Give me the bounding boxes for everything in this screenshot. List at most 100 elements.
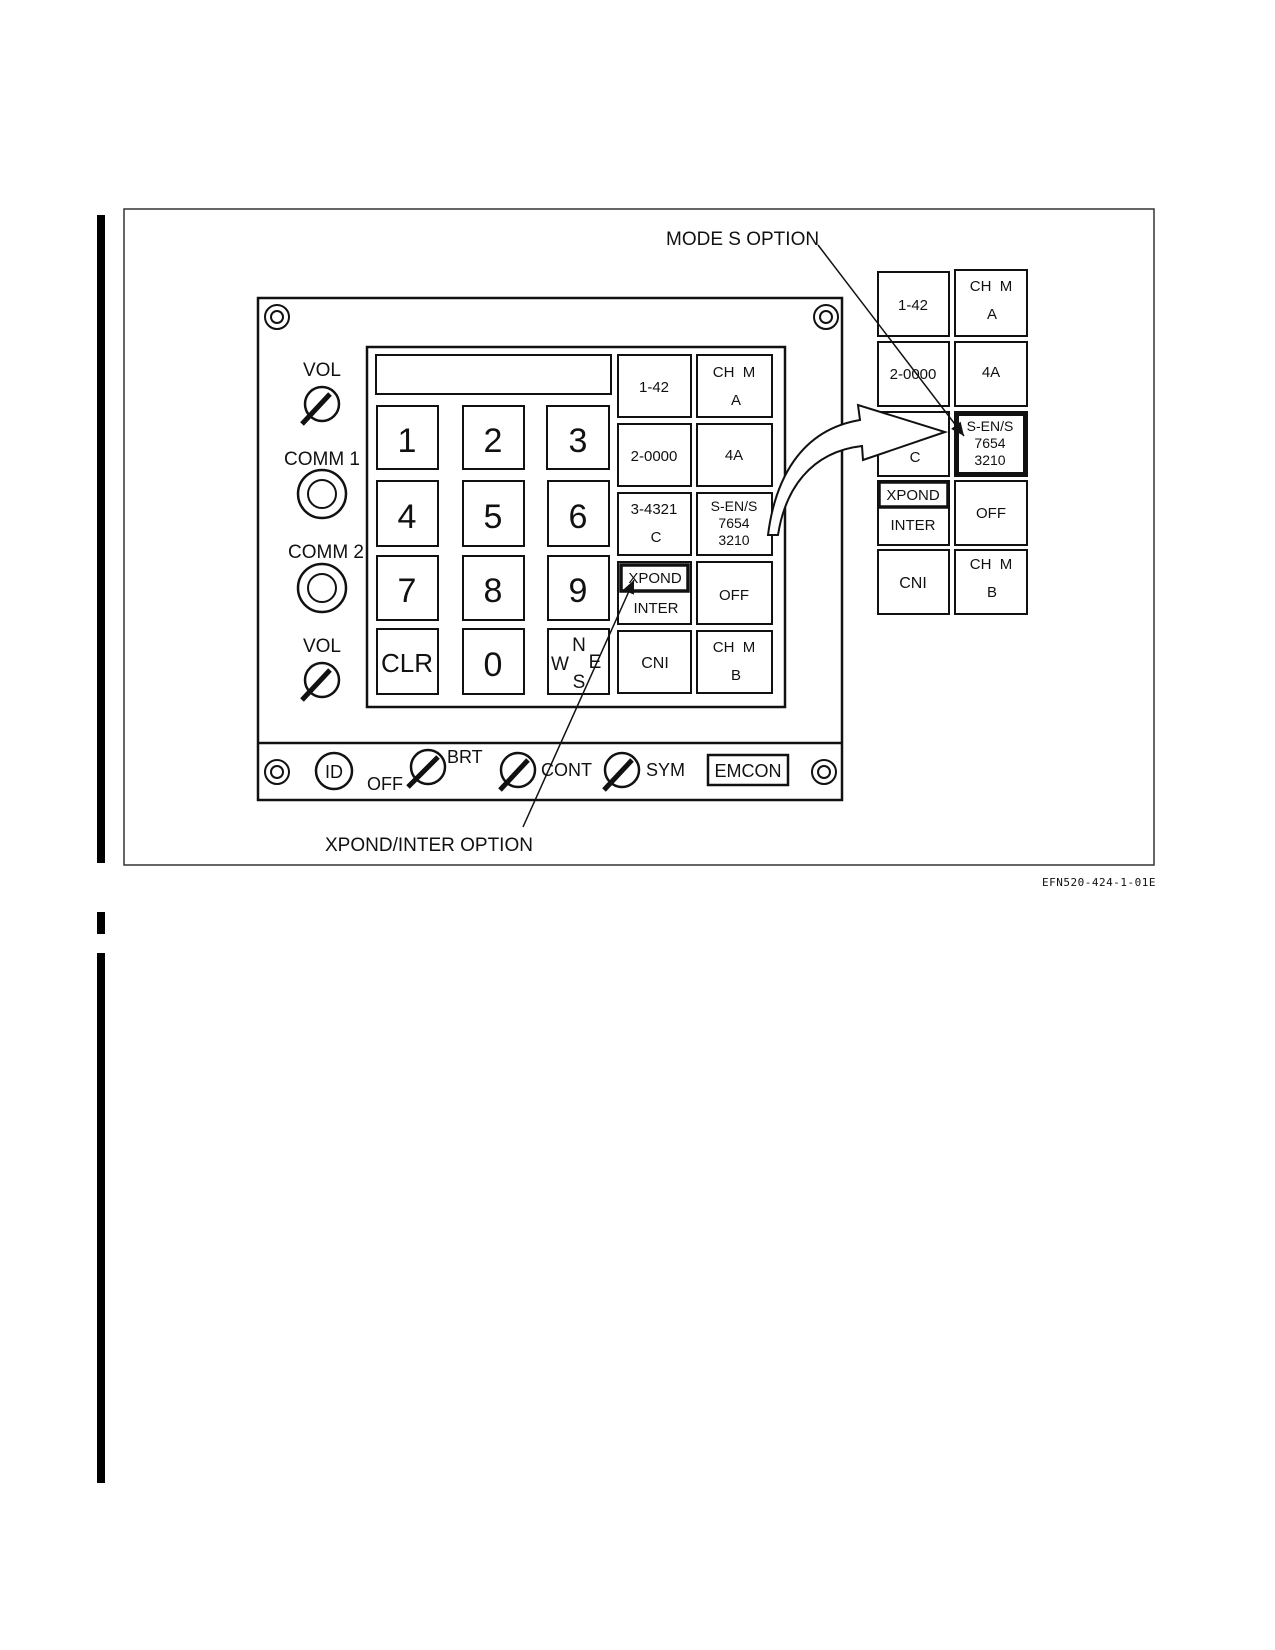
svg-text:CNI: CNI — [899, 575, 927, 592]
svg-text:C: C — [910, 449, 921, 466]
cont-knob[interactable] — [498, 751, 537, 792]
svg-text:A: A — [987, 306, 997, 323]
key-9[interactable]: 9 — [547, 555, 610, 621]
compass-s: S — [573, 672, 586, 693]
svg-text:CNI: CNI — [641, 655, 669, 672]
key-clr[interactable]: CLR — [376, 628, 439, 695]
sym-knob[interactable] — [602, 751, 641, 792]
screw-icon — [813, 304, 839, 330]
svg-text:6: 6 — [569, 498, 588, 536]
svg-text:4A: 4A — [982, 364, 1000, 381]
screw-icon — [264, 759, 290, 785]
vol-upper-knob[interactable] — [300, 385, 341, 426]
cni-control-panel: VOL COMM 1 COMM 2 VOL 1 2 3 4 5 6 7 8 9 — [256, 296, 844, 802]
option-key-4a[interactable]: 4A — [696, 423, 773, 487]
detail-key-xpond-inter: XPOND INTER — [877, 480, 950, 546]
svg-text:8: 8 — [484, 572, 503, 610]
option-key-2-0000[interactable]: 2-0000 — [617, 423, 692, 487]
key-5[interactable]: 5 — [462, 480, 525, 547]
key-7[interactable]: 7 — [376, 555, 439, 621]
svg-text:2-0000: 2-0000 — [631, 448, 678, 465]
svg-text:S-EN/S: S-EN/S — [711, 498, 758, 514]
compass-w: W — [551, 654, 569, 675]
key-6[interactable]: 6 — [547, 480, 610, 547]
key-2[interactable]: 2 — [462, 405, 525, 470]
key-compass[interactable]: N W E S — [547, 628, 610, 695]
comm2-knob[interactable] — [296, 562, 348, 614]
mode-s-leader — [817, 244, 965, 437]
svg-text:OFF: OFF — [719, 587, 749, 604]
key-0[interactable]: 0 — [462, 628, 525, 695]
svg-text:B: B — [987, 584, 997, 601]
svg-text:CH M: CH M — [970, 556, 1013, 573]
sym-label: SYM — [646, 760, 685, 780]
vol-lower-label: VOL — [303, 636, 341, 657]
svg-text:XPOND: XPOND — [886, 487, 940, 504]
xpond-leader — [522, 579, 635, 828]
key-1[interactable]: 1 — [376, 405, 439, 470]
change-bar-bottom — [97, 953, 105, 1483]
svg-text:2-0000: 2-0000 — [890, 366, 937, 383]
key-8[interactable]: 8 — [462, 555, 525, 621]
display-window — [375, 354, 612, 395]
option-key-1-42[interactable]: 1-42 — [617, 354, 692, 418]
option-key-ch-m-a[interactable]: CH M A — [696, 354, 773, 418]
key-4[interactable]: 4 — [376, 480, 439, 547]
svg-text:XPOND: XPOND — [628, 570, 682, 587]
svg-text:9: 9 — [569, 572, 588, 610]
svg-text:4A: 4A — [725, 447, 743, 464]
compass-n: N — [572, 635, 586, 656]
svg-text:B: B — [731, 667, 741, 684]
xpond-inter-callout: XPOND/INTER OPTION — [325, 835, 533, 856]
svg-text:7654: 7654 — [974, 435, 1005, 451]
svg-text:CH M: CH M — [713, 364, 756, 381]
svg-text:ID: ID — [325, 762, 343, 782]
svg-text:2: 2 — [484, 422, 503, 460]
emcon-button[interactable]: EMCON — [706, 753, 790, 787]
svg-text:7654: 7654 — [718, 515, 749, 531]
change-bar-top — [97, 215, 105, 863]
detail-key-off: OFF — [954, 480, 1028, 546]
svg-text:1: 1 — [398, 422, 417, 460]
vol-lower-knob[interactable] — [300, 661, 341, 702]
svg-text:CH M: CH M — [970, 278, 1013, 295]
svg-text:INTER: INTER — [891, 517, 936, 534]
svg-text:S-EN/S: S-EN/S — [967, 418, 1014, 434]
screw-icon — [811, 759, 837, 785]
change-bar-middle — [97, 912, 105, 934]
svg-text:1-42: 1-42 — [898, 297, 928, 314]
cont-label: CONT — [541, 760, 592, 780]
comm1-knob[interactable] — [296, 468, 348, 520]
xpond-highlight — [619, 563, 690, 593]
svg-text:3: 3 — [569, 422, 588, 460]
brt-knob[interactable] — [406, 748, 447, 789]
svg-text:A: A — [731, 392, 741, 409]
off-label: OFF — [367, 774, 403, 794]
svg-text:5: 5 — [484, 498, 503, 536]
mode-s-highlight — [955, 412, 1027, 476]
compass-e: E — [589, 652, 602, 673]
vol-upper-label: VOL — [303, 360, 341, 381]
option-key-off[interactable]: OFF — [696, 561, 773, 625]
figure-frame — [123, 208, 1155, 866]
svg-text:0: 0 — [484, 646, 503, 684]
svg-text:EMCON: EMCON — [715, 761, 782, 781]
svg-text:3210: 3210 — [974, 452, 1005, 468]
detail-xpond-highlight — [877, 480, 950, 509]
figure-id: EFN520-424-1-01E — [1042, 876, 1156, 889]
option-key-ch-m-b[interactable]: CH MB — [696, 630, 773, 694]
screw-icon — [264, 304, 290, 330]
comm1-label: COMM 1 — [284, 449, 360, 470]
id-button[interactable]: ID — [314, 751, 354, 791]
svg-text:3-4321: 3-4321 — [631, 501, 678, 518]
option-key-cni[interactable]: CNI — [617, 630, 692, 694]
key-3[interactable]: 3 — [546, 405, 610, 470]
comm2-label: COMM 2 — [288, 542, 364, 563]
svg-text:3210: 3210 — [718, 532, 749, 548]
svg-text:OFF: OFF — [976, 505, 1006, 522]
svg-text:C: C — [651, 529, 662, 546]
